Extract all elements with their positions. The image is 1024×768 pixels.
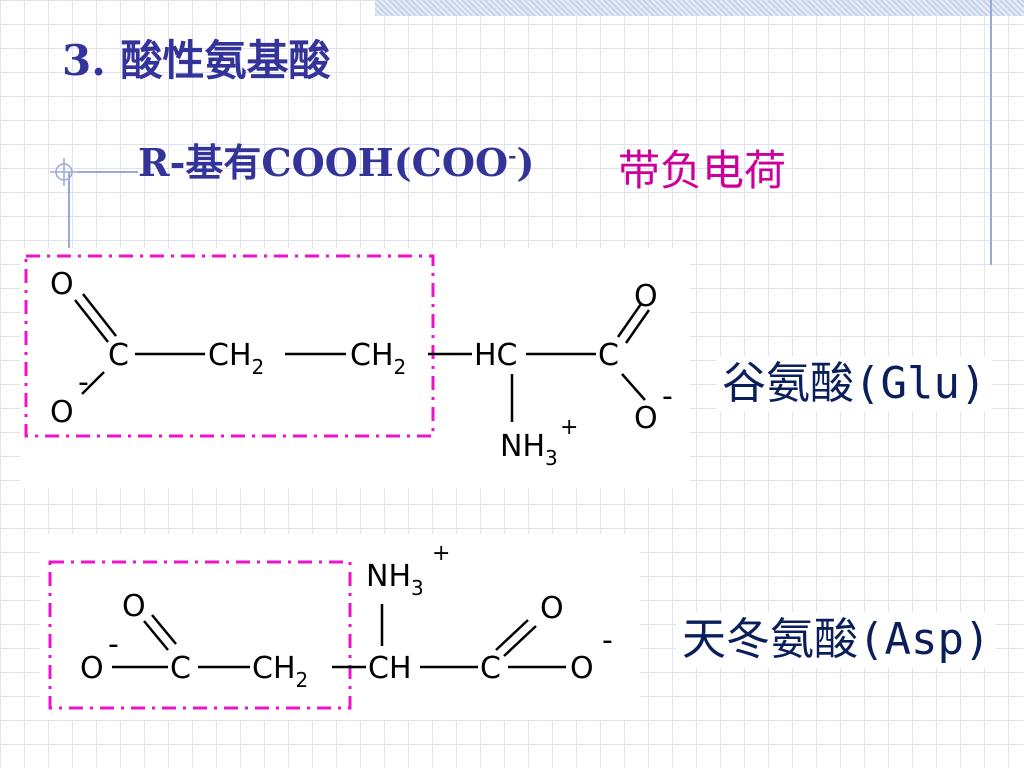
glu-o-top-right: O [634,279,658,314]
asp-side-chain-box [48,560,352,710]
subtitle: R-基有COOH(COO-) [138,140,534,186]
glu-nh3-main: NH [500,429,545,464]
asp-ch2-main: CH [252,651,296,686]
subtitle-main: R-基有COOH(COO [138,140,509,185]
glu-structure: O O - C CH2 CH2 HC C O O - NH3 + [20,248,690,488]
glu-double-bond-right-b [624,309,651,344]
asp-double-bond-right-b [503,625,537,657]
glu-o-minus-left: O [50,395,74,430]
glu-ch2-b-sub: 2 [394,355,407,379]
asp-minus-right: - [602,623,613,658]
asp-double-bond-a [143,620,169,651]
asp-minus-left: - [108,627,119,662]
asp-nh3: NH3 [366,559,424,600]
asp-o-minus-left: O [80,651,104,686]
glu-double-bond-right-a [616,303,643,338]
asp-o-top-left: O [122,589,146,624]
glu-side-chain-box [24,254,435,438]
asp-nh3-sub: 3 [411,576,424,600]
glu-ch2-a-main: CH [208,338,252,373]
top-decor-band [375,0,1024,16]
decor-line-right [990,0,992,265]
glu-name-label: 谷氨酸(Glu) [716,356,993,413]
glu-o-minus-right: O [634,401,658,436]
glu-o-top-left: O [50,267,74,302]
glu-structure-svg: O O - C CH2 CH2 HC C O O - NH3 + [24,254,673,470]
subtitle-superscript: - [508,143,517,168]
glu-ch2-a: CH2 [208,338,264,379]
asp-nh3-main: NH [366,559,411,594]
asp-name-label: 天冬氨酸(Asp) [676,612,997,669]
asp-double-bond-right-a [495,619,529,651]
slide-title: 3. 酸性氨基酸 [62,36,331,85]
asp-structure: O - O C CH2 CH C O O - NH3 + [40,534,640,720]
asp-o-top-right: O [540,591,564,626]
glu-ch2-b: CH2 [350,338,406,379]
glu-minus-left: - [78,365,89,400]
asp-double-bond-b [151,614,177,645]
subtitle-close: ) [516,140,535,185]
glu-single-bond-o-right [621,373,646,401]
asp-ch2-sub: 2 [296,668,309,692]
glu-ch2-b-main: CH [350,338,394,373]
glu-single-bond-o-left [81,371,105,395]
bullet-line [78,171,138,173]
glu-c5: C [598,338,619,373]
asp-nh3-charge: + [432,541,450,566]
glu-c1: C [108,338,129,373]
asp-c4: C [480,651,501,686]
glu-hc: HC [474,338,518,373]
glu-nh3-sub: 3 [545,446,558,470]
asp-o-minus-right: O [570,651,594,686]
decor-line-left [68,172,70,260]
asp-ch2: CH2 [252,651,308,692]
asp-c1: C [170,651,191,686]
bullet-crosshair-icon [50,158,78,186]
glu-nh3: NH3 [500,429,558,470]
asp-structure-svg: O - O C CH2 CH C O O - NH3 + [48,541,613,710]
glu-ch2-a-sub: 2 [252,355,265,379]
glu-double-bond-b [82,293,117,337]
glu-minus-right: - [662,379,673,414]
glu-nh3-charge: + [560,415,578,440]
asp-ch: CH [368,651,412,686]
glu-double-bond-a [74,299,109,343]
charge-note: 带负电荷 [618,146,787,195]
